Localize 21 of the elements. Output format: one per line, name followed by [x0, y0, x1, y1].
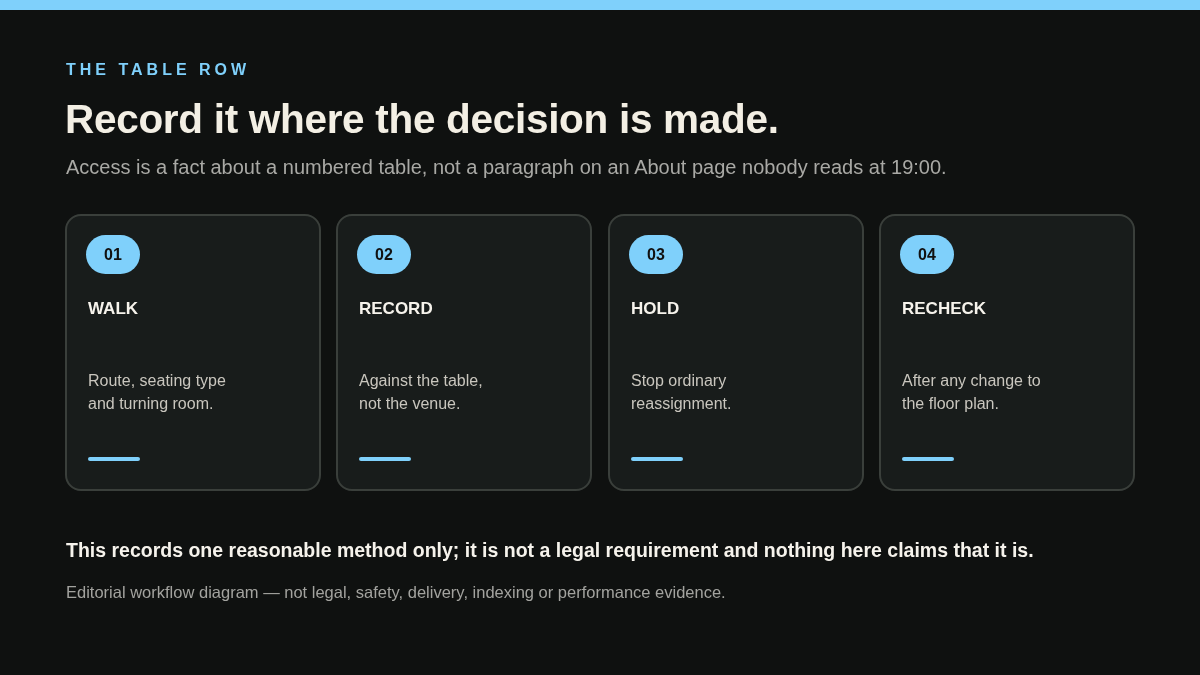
card-heading: RECORD — [359, 298, 433, 320]
step-card — [336, 214, 592, 491]
section-kicker: THE TABLE ROW — [66, 60, 251, 80]
footnote: Editorial workflow diagram — not legal, safety, delivery, indexing or performance evidence. — [66, 582, 726, 602]
step-number-badge: 01 — [86, 235, 140, 274]
step-number-badge: 03 — [629, 235, 683, 274]
title: Record it where the decision is made. — [65, 95, 779, 143]
card-description: Against the table, not the venue. — [359, 371, 484, 414]
step-number-badge: 02 — [357, 235, 411, 274]
card-heading: WALK — [88, 298, 139, 320]
card-description: Stop ordinary reassignment. — [631, 371, 733, 414]
card-description: Route, seating type and turning room. — [88, 371, 227, 414]
step-number-badge: 04 — [900, 235, 954, 274]
step-card — [608, 214, 864, 491]
step-card — [65, 214, 321, 491]
card-heading: RECHECK — [902, 298, 987, 320]
card-heading: HOLD — [631, 298, 680, 320]
disclaimer-note: This records one reasonable method only; it is not a legal requirement and nothing here claims that it is. — [66, 538, 1034, 562]
card-description: After any change to the floor plan. — [902, 371, 1042, 414]
step-card — [879, 214, 1135, 491]
subtitle: Access is a fact about a numbered table, not a paragraph on an About page nobody reads at 19:00. — [66, 155, 947, 179]
